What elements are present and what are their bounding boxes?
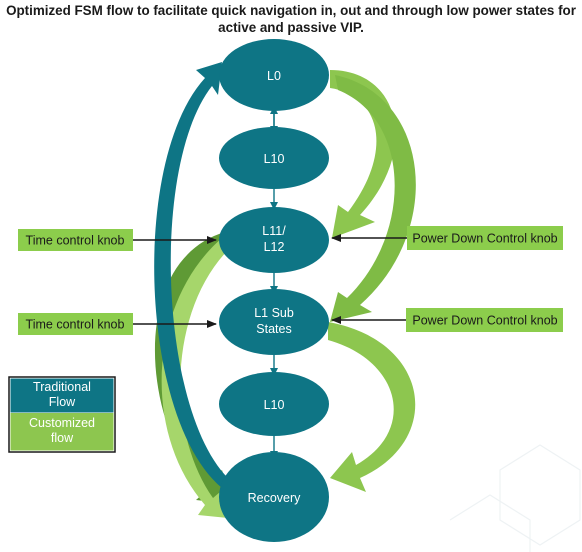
power-down-knob-1: Power Down Control knob	[407, 226, 563, 250]
node-l10-upper: L10	[219, 127, 329, 189]
node-l10-upper-label: L10	[264, 152, 285, 166]
node-recovery: Recovery	[219, 452, 329, 542]
time-control-knob-2: Time control knob	[18, 313, 133, 335]
node-l10-lower: L10	[219, 372, 329, 436]
node-l1-sub-label-1: L1 Sub	[254, 306, 294, 320]
flow-l0-to-l1sub-customized	[330, 75, 416, 322]
legend: Traditional Flow Customized flow	[8, 376, 116, 453]
legend-customized-swatch	[10, 413, 114, 451]
diagram-title: Optimized FSM flow to facilitate quick n…	[0, 2, 582, 36]
legend-customized-label-1: Customized	[29, 416, 95, 430]
title-line-2: active and passive VIP.	[218, 20, 364, 35]
time-control-knob-2-label: Time control knob	[26, 318, 125, 332]
title-line-1: Optimized FSM flow to facilitate quick n…	[6, 3, 576, 18]
legend-customized-label-2: flow	[51, 431, 74, 445]
node-l11-l12: L11/ L12	[219, 207, 329, 273]
node-l1-sub-states: L1 Sub States	[219, 289, 329, 355]
time-control-knob-1: Time control knob	[18, 229, 133, 251]
node-l0-label: L0	[267, 69, 281, 83]
node-recovery-label: Recovery	[248, 491, 302, 505]
flow-recovery-to-l0-traditional	[154, 62, 228, 488]
legend-traditional-label-1: Traditional	[33, 380, 91, 394]
time-control-knob-1-label: Time control knob	[26, 234, 125, 248]
power-down-knob-2-label: Power Down Control knob	[412, 314, 557, 328]
flow-left-light-to-recovery-customized	[161, 238, 228, 518]
power-down-knob-2: Power Down Control knob	[406, 308, 563, 332]
background-decoration	[449, 444, 581, 552]
node-l11-label: L11/	[262, 224, 286, 238]
legend-traditional-label-2: Flow	[49, 395, 76, 409]
legend-traditional-swatch	[10, 378, 114, 413]
node-l1-sub-label-2: States	[256, 322, 291, 336]
node-l12-label: L12	[264, 240, 285, 254]
flow-l1sub-to-recovery-customized	[328, 322, 416, 492]
power-down-knob-1-label: Power Down Control knob	[412, 232, 557, 246]
node-l0: L0	[219, 39, 329, 111]
node-l10-lower-label: L10	[264, 398, 285, 412]
